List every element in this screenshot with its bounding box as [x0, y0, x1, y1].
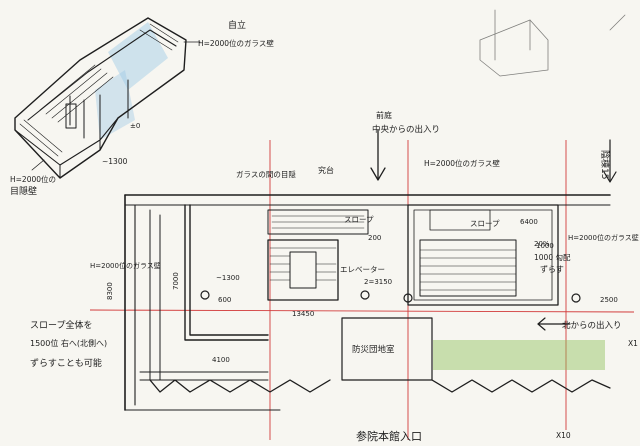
axo-edge [14, 117, 119, 166]
gridline-y [89, 309, 635, 313]
right-slope [429, 209, 491, 231]
planting-strip [433, 340, 605, 370]
glass-wall-label-top: ガラスの間の目隠 [236, 169, 296, 179]
axo-label-left: H=2000位の [10, 174, 56, 184]
left-note-3: ずらすことも可能 [30, 357, 102, 369]
right-note-3: ずらす [540, 264, 564, 274]
floor-plan [124, 129, 617, 411]
left-note-1: スロープ全体を [30, 319, 92, 331]
bottom-entrance-label: 参院本館入口 [356, 429, 422, 443]
glass-wall-label-left: H=2000位のガラス壁 [90, 261, 161, 270]
axo-outline [14, 17, 187, 179]
slope-top [267, 209, 369, 235]
glass-wall-label-right: H=2000位のガラス壁 [424, 158, 500, 168]
glass-wall-tint [108, 22, 168, 90]
axo-dim-mid: ±0 [130, 122, 140, 130]
north-entry-arrow [370, 129, 386, 181]
slope-label-2: スロープ [470, 219, 500, 228]
left-room-wall [184, 204, 269, 341]
right-note-1: 20% [534, 240, 550, 248]
dim-600: 600 [218, 296, 231, 304]
glass-wall-tint [95, 70, 135, 140]
ramp-block [419, 239, 517, 297]
right-top-note: 陰棟15 [599, 150, 611, 179]
dim-7000: 7000 [172, 272, 180, 290]
slope-label: スロープ [344, 215, 374, 224]
north-entry-sub: 前庭 [376, 110, 392, 120]
dim-6400: 6400 [520, 218, 538, 226]
dim-8300: 8300 [106, 282, 114, 300]
axo-label-top-right: 自立 [228, 19, 246, 31]
right-note-2: 1000 勾配 [534, 252, 571, 262]
dim-200: 200 [368, 234, 381, 242]
axo-label-top: H=2000位のガラス壁 [198, 38, 274, 48]
open-label: 究台 [318, 165, 334, 175]
stair-core [267, 239, 339, 301]
axo-label-left2: 目隠壁 [10, 185, 37, 197]
north-exit-arrow [537, 317, 571, 331]
left-note-2: 1500位 右へ(北側へ) [30, 338, 107, 348]
ramp-hatch [419, 249, 517, 291]
axo-edge [27, 29, 177, 121]
grid-label-x1: X1 [628, 339, 638, 348]
elevator-dim: 2=3150 [364, 278, 392, 286]
dim-1000: 1000 [536, 242, 554, 250]
columns [200, 290, 581, 303]
axo-figure [65, 103, 77, 129]
axo-dim-bottom: ~1300 [102, 157, 128, 166]
stair-treads [269, 247, 337, 281]
dim-13450: 13450 [292, 310, 314, 318]
axonometric-sketch: 自立 H=2000位のガラス壁 ~1300 H=2000位の 目隠壁 ±0 [10, 17, 274, 197]
south-foundation [149, 379, 331, 393]
east-arrow [603, 139, 617, 183]
elevator-label: エレベーター [340, 265, 385, 274]
center-room [341, 317, 433, 381]
plan-labels: 前庭 中央からの出入り 陰棟15 ガラスの間の目隠 究台 H=2000位のガラス… [30, 110, 639, 443]
glass-wall-label-right2: H=2000位のガラス壁 [568, 233, 639, 242]
slope-hatch [271, 215, 365, 229]
dim-1300: ~1300 [216, 274, 240, 282]
faint-sketch [479, 9, 626, 77]
south-foundation-east [431, 379, 611, 393]
right-room [407, 204, 559, 306]
dim-2500: 2500 [600, 296, 618, 304]
left-room-wall-inner [189, 204, 269, 336]
north-entry-label: 中央からの出入り [372, 124, 440, 135]
axo-hatching [19, 23, 179, 157]
dim-4100: 4100 [212, 356, 230, 364]
axo-leader [31, 159, 45, 171]
center-room-label: 防災団地室 [352, 344, 395, 355]
elevator-box [289, 251, 317, 289]
north-exit-label: 北からの出入り [562, 320, 622, 331]
grid-label-x10: X10 [556, 431, 571, 440]
